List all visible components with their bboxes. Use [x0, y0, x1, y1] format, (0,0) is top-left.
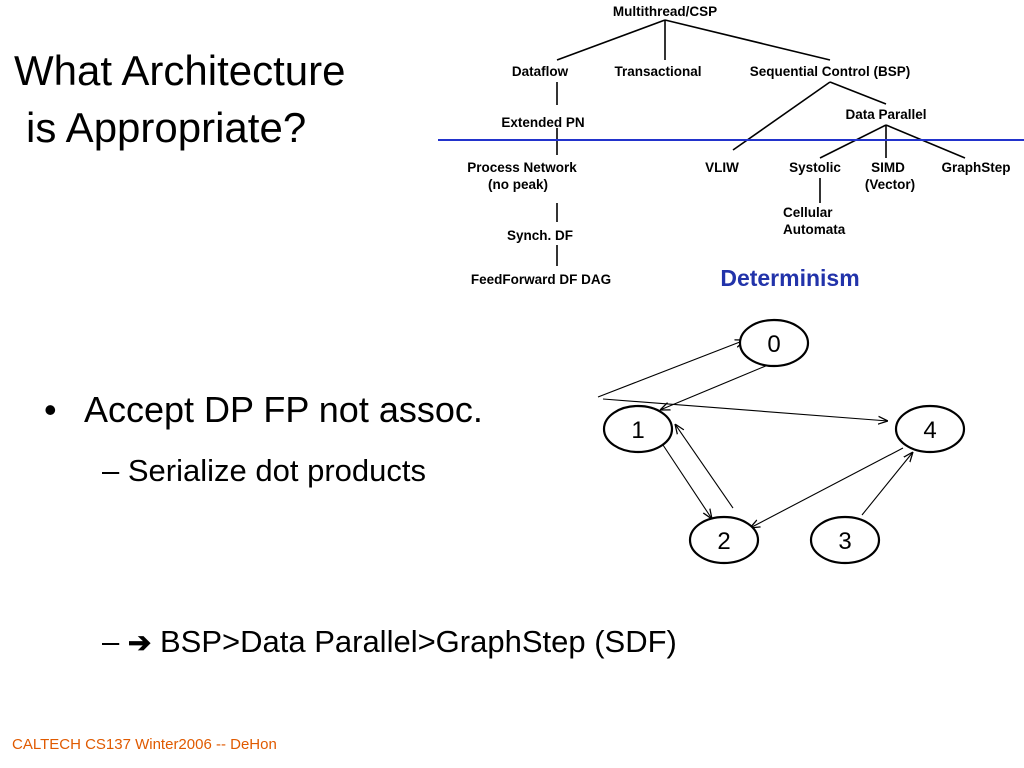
- edge-0-to-1: [660, 364, 769, 410]
- node-dataflow: Dataflow: [512, 64, 569, 79]
- node-graphstep: GraphStep: [941, 160, 1010, 175]
- edge-root-seqcontrol: [664, 19, 831, 61]
- node-transactional: Transactional: [614, 64, 701, 79]
- edge-seqcontrol-vliw: [732, 81, 831, 151]
- node-extended-pn: Extended PN: [501, 115, 584, 130]
- edge-dataparallel-systolic: [819, 124, 887, 159]
- node-root: Multithread/CSP: [613, 4, 717, 19]
- node-systolic: Systolic: [789, 160, 841, 175]
- slide-footer: CALTECH CS137 Winter2006 -- DeHon: [12, 736, 277, 753]
- node-no-peak: (no peak): [488, 177, 548, 192]
- edge-3-to-4: [861, 452, 913, 516]
- edge-1-to-2: [662, 444, 712, 519]
- sub-bullet-2-dash: –: [102, 624, 120, 659]
- graph-node-2-label: 2: [717, 528, 730, 555]
- node-data-parallel: Data Parallel: [845, 107, 926, 122]
- node-feedforward: FeedForward DF DAG: [471, 272, 611, 287]
- edge-4-to-2: [750, 447, 904, 528]
- edge-2-to-1: [675, 424, 734, 509]
- graph-node-4-label: 4: [923, 417, 936, 444]
- sub-bullet-serialize: – Serialize dot products: [102, 451, 426, 491]
- node-simd: SIMD: [871, 160, 905, 175]
- node-vector: (Vector): [865, 177, 915, 192]
- node-synch-df: Synch. DF: [507, 228, 573, 243]
- edge-root-dataflow: [556, 19, 666, 61]
- architecture-taxonomy-diagram: Multithread/CSP Dataflow Transactional S…: [438, 4, 1024, 291]
- sub-bullet-1-text: Serialize dot products: [127, 453, 426, 488]
- sub-bullet-1-dash: –: [102, 453, 120, 488]
- graph-node-1: 1: [602, 404, 674, 454]
- graph-node-4: 4: [894, 404, 966, 454]
- bullet-dot: •: [44, 389, 57, 430]
- graph-node-0: 0: [738, 318, 810, 368]
- edge-seqcontrol-dataparallel: [829, 81, 887, 105]
- slide-title: What Architecture is Appropriate?: [14, 42, 345, 156]
- title-line-2: is Appropriate?: [26, 104, 307, 151]
- title-line-1: What Architecture: [14, 47, 346, 94]
- node-process-network: Process Network: [467, 160, 577, 175]
- edge-1-to-4: [602, 398, 888, 421]
- node-seq-control: Sequential Control (BSP): [750, 64, 911, 79]
- node-vliw: VLIW: [705, 160, 739, 175]
- taxonomy-edges: [556, 19, 966, 266]
- graph-edges: [597, 340, 913, 528]
- graph-node-0-label: 0: [767, 331, 780, 358]
- node-automata: Automata: [783, 222, 846, 237]
- sub-bullet-bsp: – ➔ BSP>Data Parallel>GraphStep (SDF): [102, 622, 677, 663]
- graph-node-1-label: 1: [631, 417, 644, 444]
- graph-node-3-label: 3: [838, 528, 851, 555]
- edge-1-to-0: [597, 340, 745, 398]
- right-arrow-icon: ➔: [127, 627, 152, 658]
- sub-bullet-2-text: BSP>Data Parallel>GraphStep (SDF): [159, 624, 677, 659]
- bullet-1-text: Accept DP FP not assoc.: [84, 389, 483, 430]
- graph-node-3: 3: [809, 515, 881, 565]
- determinism-label: Determinism: [720, 265, 859, 291]
- graph-node-2: 2: [688, 515, 760, 565]
- edge-dataparallel-graphstep: [885, 124, 966, 159]
- node-cellular: Cellular: [783, 205, 833, 220]
